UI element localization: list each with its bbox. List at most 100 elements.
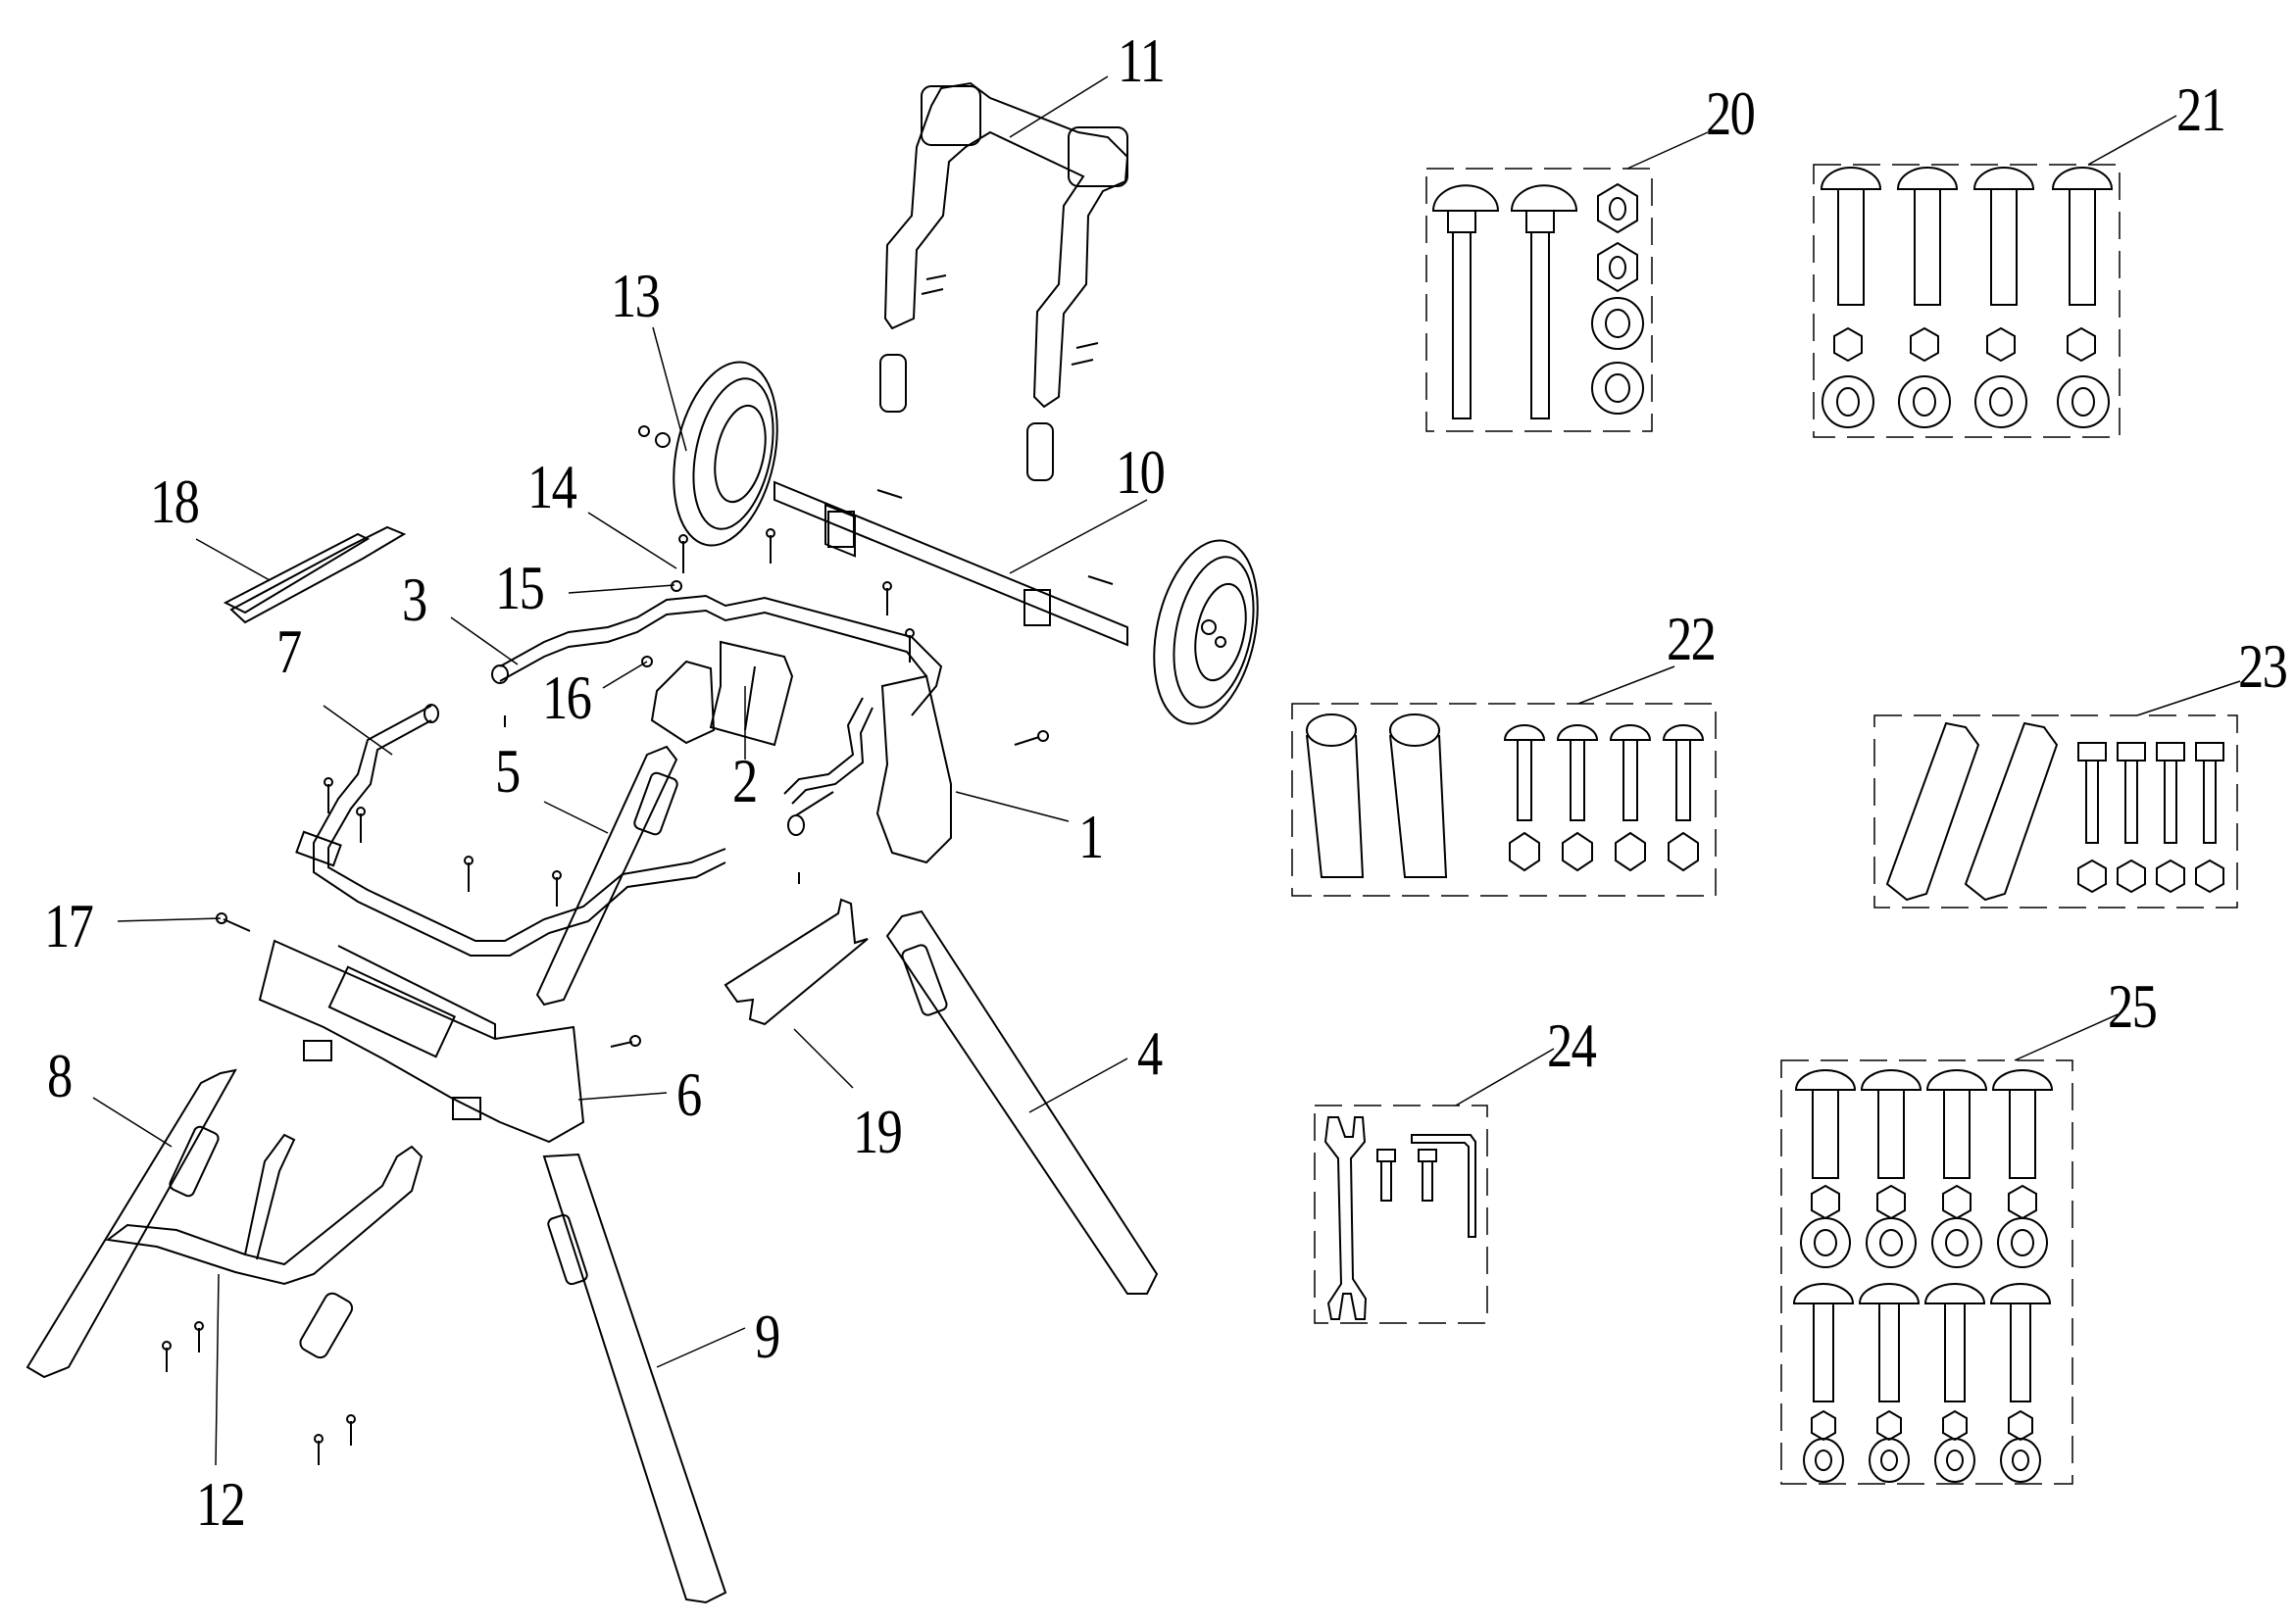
handle-grip-left [921, 85, 981, 146]
callout-2: 2 [732, 746, 758, 815]
callout-3: 3 [402, 565, 427, 634]
leader-8 [92, 1097, 173, 1148]
leader-25 [2014, 1013, 2119, 1061]
callout-13: 13 [611, 261, 661, 330]
part-8-front-leg[interactable] [25, 1068, 237, 1379]
part-7-lower-frame[interactable] [295, 704, 726, 957]
part-4-rear-right-leg[interactable] [885, 909, 1159, 1295]
bolts [1820, 167, 2114, 306]
callout-11: 11 [1118, 25, 1166, 95]
carriage-bolt [1510, 184, 1578, 419]
callout-9: 9 [755, 1302, 780, 1371]
leader-15 [568, 584, 675, 594]
callout-8: 8 [47, 1041, 73, 1110]
callout-10: 10 [1116, 437, 1166, 507]
leader-22 [1577, 665, 1675, 705]
part-2-center-bracket[interactable] [650, 640, 794, 747]
part-12-foot-pad [299, 1292, 354, 1359]
leader-3 [450, 616, 519, 665]
callout-16: 16 [542, 663, 592, 732]
grip [1306, 713, 1365, 878]
leader-12 [215, 1273, 220, 1466]
screws [1376, 1149, 1437, 1202]
leader-18 [195, 538, 271, 581]
hex-bolts [2077, 742, 2224, 844]
hex-nut [1597, 241, 1638, 293]
callout-18: 18 [150, 467, 200, 536]
leader-4 [1028, 1057, 1128, 1113]
washers-row-2 [1803, 1438, 2041, 1483]
leader-10 [1009, 499, 1148, 574]
part-9-rear-left-leg[interactable] [542, 1153, 727, 1604]
callout-1: 1 [1078, 802, 1104, 871]
callout-12: 12 [196, 1469, 246, 1539]
kit-25-hardware[interactable] [1780, 1059, 2073, 1485]
part-13-wheel-right[interactable] [1138, 531, 1273, 734]
foot-pad [1885, 721, 1980, 902]
callout-23: 23 [2238, 631, 2288, 701]
part-18-bracket[interactable] [223, 525, 407, 624]
leader-23 [2136, 680, 2241, 716]
callout-17: 17 [44, 891, 94, 960]
callout-14: 14 [527, 452, 577, 521]
kit-23-foot-pads[interactable] [1873, 714, 2238, 909]
washer [1591, 362, 1644, 415]
kit-24-tools[interactable] [1314, 1105, 1488, 1324]
leader-1 [955, 791, 1070, 822]
loose-hardware [162, 528, 1049, 1465]
carriage-bolt [1431, 184, 1500, 419]
leader-24 [1455, 1048, 1555, 1106]
leader-16 [602, 661, 648, 689]
handle-spring-right [1026, 422, 1054, 481]
callout-6: 6 [676, 1059, 702, 1129]
kit-20-hardware[interactable] [1425, 168, 1653, 432]
leader-19 [793, 1028, 854, 1089]
callout-25: 25 [2108, 971, 2158, 1041]
callout-24: 24 [1547, 1010, 1597, 1080]
leader-20 [1626, 131, 1709, 170]
callout-22: 22 [1667, 604, 1717, 673]
hex-nuts [1509, 831, 1699, 872]
bolts [1503, 724, 1705, 821]
part-5-front-left-leg[interactable] [535, 745, 678, 1007]
grip [1389, 713, 1448, 878]
kit-21-hardware[interactable] [1813, 164, 2121, 438]
callout-21: 21 [2176, 74, 2226, 144]
callout-4: 4 [1137, 1018, 1163, 1088]
handle-spring-left [879, 354, 907, 413]
wrench-icon [1323, 1116, 1368, 1320]
part-19-cross-bracket[interactable] [724, 898, 869, 1026]
leader-6 [577, 1092, 668, 1101]
callout-7: 7 [276, 616, 302, 686]
leader-lines [92, 75, 2241, 1466]
callout-19: 19 [853, 1097, 903, 1166]
foot-pad [1964, 721, 2059, 902]
part-11-handle[interactable] [879, 81, 1129, 481]
part-3-upper-frame[interactable] [491, 594, 943, 716]
leader-14 [587, 512, 677, 569]
handle-grip-right [1068, 126, 1128, 187]
part-10-axle[interactable] [774, 480, 1128, 647]
bolts-row-1 [1794, 1069, 2054, 1179]
part-12-front-frame[interactable] [105, 1133, 424, 1360]
hex-key-icon [1411, 1134, 1476, 1238]
leader-21 [2087, 115, 2177, 166]
part-16-nut [641, 656, 653, 667]
part-6-base-housing[interactable] [258, 939, 585, 1144]
nuts-row-1 [1811, 1184, 2037, 1220]
hex-nuts [2077, 859, 2224, 894]
callout-15: 15 [495, 553, 545, 622]
bolts-row-2 [1792, 1283, 2052, 1402]
washer [1591, 297, 1644, 350]
kit-22-grips[interactable] [1291, 703, 1717, 897]
washers-row-1 [1800, 1217, 2048, 1268]
leader-11 [1009, 75, 1109, 138]
part-13-wheel-left[interactable] [638, 353, 793, 556]
hex-nuts [1833, 326, 2096, 363]
nuts-row-2 [1811, 1409, 2033, 1442]
part-1-mount-plate[interactable] [783, 674, 952, 864]
leader-9 [656, 1327, 746, 1368]
leader-7 [323, 705, 393, 756]
leader-17 [117, 917, 222, 922]
